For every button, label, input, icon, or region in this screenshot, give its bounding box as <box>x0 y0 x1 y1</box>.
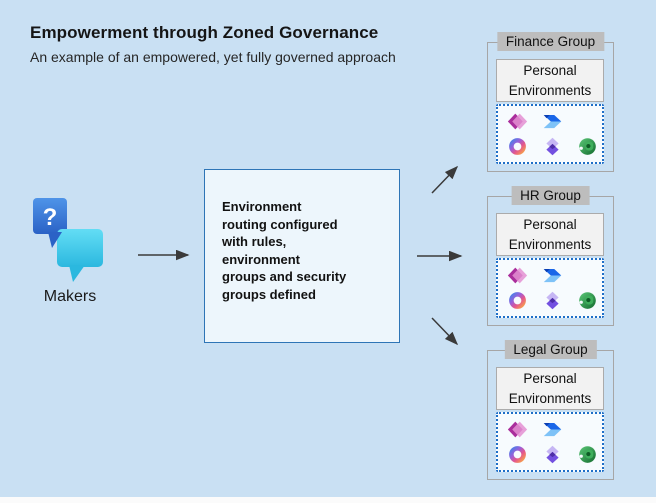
power-apps-icon <box>507 265 528 286</box>
svg-text:?: ? <box>43 204 58 231</box>
power-virtual-agents-icon <box>577 136 598 157</box>
power-automate-icon <box>542 419 563 440</box>
power-apps-icon <box>507 419 528 440</box>
environment-apps-zone <box>496 104 604 164</box>
power-pages-icon <box>542 136 563 157</box>
finance-group-title: Finance Group <box>496 32 605 51</box>
microsoft-copilot-icon <box>507 444 528 465</box>
power-automate-icon <box>542 265 563 286</box>
power-pages-icon <box>542 444 563 465</box>
chat-bubbles-question-icon: ? <box>33 198 103 282</box>
page-subtitle: An example of an empowered, yet fully go… <box>30 49 396 65</box>
microsoft-copilot-icon <box>507 290 528 311</box>
arrow-box-to-finance <box>431 165 459 194</box>
makers-figure: ? Makers <box>30 196 110 306</box>
environment-apps-zone <box>496 258 604 318</box>
arrow-box-to-legal <box>431 317 459 346</box>
personal-environments-box: Personal Environments <box>496 213 604 256</box>
personal-environments-box: Personal Environments <box>496 367 604 410</box>
microsoft-copilot-icon <box>507 136 528 157</box>
finance-group-card: Finance Group Personal Environments <box>487 32 614 172</box>
legal-group-title: Legal Group <box>504 340 597 359</box>
power-apps-icon <box>507 111 528 132</box>
hr-group-title: HR Group <box>511 186 590 205</box>
environment-routing-text: Environment routing configured with rule… <box>222 199 347 302</box>
power-pages-icon <box>542 290 563 311</box>
power-virtual-agents-icon <box>577 444 598 465</box>
page-edge <box>0 497 656 503</box>
power-virtual-agents-icon <box>577 290 598 311</box>
legal-group-card: Legal Group Personal Environments <box>487 340 614 480</box>
makers-label: Makers <box>43 288 97 305</box>
hr-group-card: HR Group Personal Environments <box>487 186 614 326</box>
power-automate-icon <box>542 111 563 132</box>
personal-environments-box: Personal Environments <box>496 59 604 102</box>
page-title: Empowerment through Zoned Governance <box>30 23 379 42</box>
environment-apps-zone <box>496 412 604 472</box>
environment-routing-box: Environment routing configured with rule… <box>204 169 400 343</box>
